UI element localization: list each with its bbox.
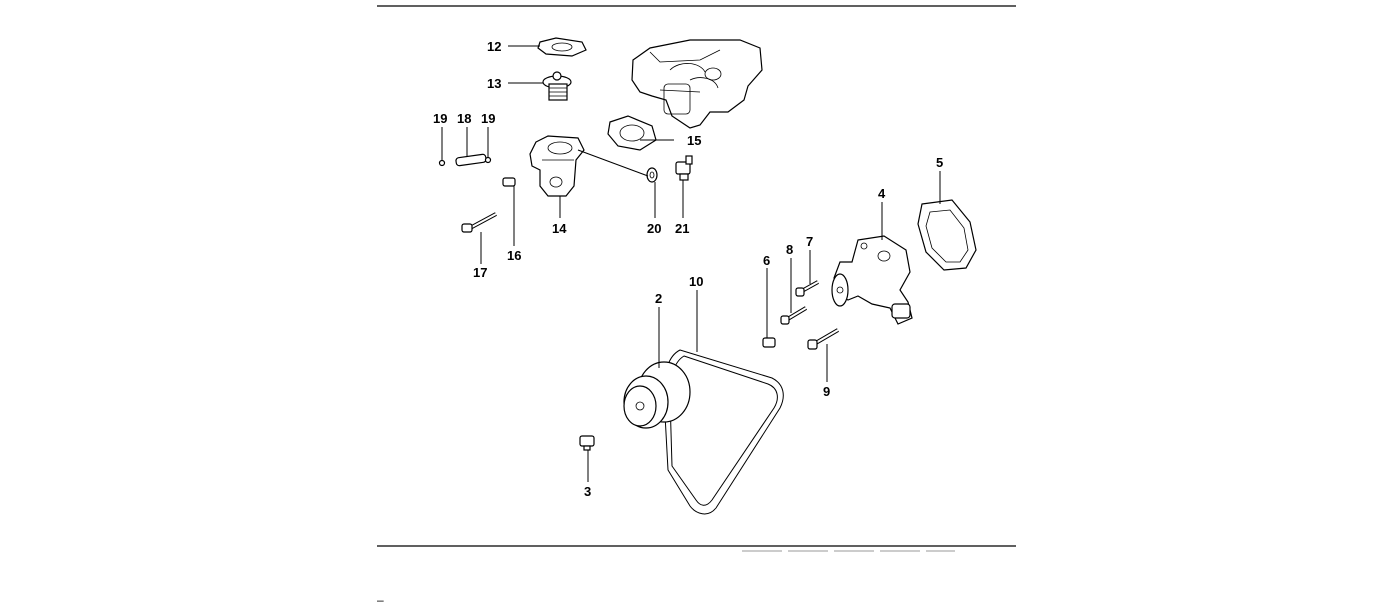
- thermostat: [542, 71, 572, 101]
- callout-5: 5: [936, 155, 943, 170]
- bolt-8: [780, 306, 808, 325]
- callout-7: 7: [806, 234, 813, 249]
- callout-21: 21: [675, 221, 689, 236]
- washer-20: [646, 167, 658, 183]
- fan-pulley: [623, 361, 691, 429]
- callout-19-right: 19: [481, 111, 495, 126]
- water-outlet-housing: [529, 135, 585, 197]
- callout-16: 16: [507, 248, 521, 263]
- callout-14: 14: [552, 221, 567, 236]
- callout-9: 9: [823, 384, 830, 399]
- bolt-3: [579, 435, 595, 451]
- bolt-9: [807, 328, 840, 350]
- callout-6: 6: [763, 253, 770, 268]
- water-pump-gasket: [917, 199, 977, 271]
- outlet-gasket: [607, 115, 657, 151]
- callout-19-left: 19: [433, 111, 447, 126]
- callout-18: 18: [457, 111, 471, 126]
- callout-4: 4: [878, 186, 886, 201]
- engine-block-fragment: [631, 39, 763, 129]
- callout-2: 2: [655, 291, 662, 306]
- footer-mark: –: [377, 593, 384, 604]
- callout-20: 20: [647, 221, 661, 236]
- thermostat-gasket: [537, 37, 587, 57]
- callout-10: 10: [689, 274, 703, 289]
- callout-13: 13: [487, 76, 501, 91]
- bypass-pipe: [438, 153, 492, 167]
- bolt-6: [762, 337, 776, 348]
- bolt-17: [461, 212, 497, 233]
- leader-lines: [441, 45, 941, 482]
- callout-17: 17: [473, 265, 487, 280]
- temperature-sensor: [675, 155, 693, 181]
- water-pump: [831, 235, 913, 325]
- bolt-7: [795, 280, 819, 297]
- bolt-16: [502, 177, 516, 187]
- callout-8: 8: [786, 242, 793, 257]
- callout-3: 3: [584, 484, 591, 499]
- callout-15: 15: [687, 133, 701, 148]
- callout-12: 12: [487, 39, 501, 54]
